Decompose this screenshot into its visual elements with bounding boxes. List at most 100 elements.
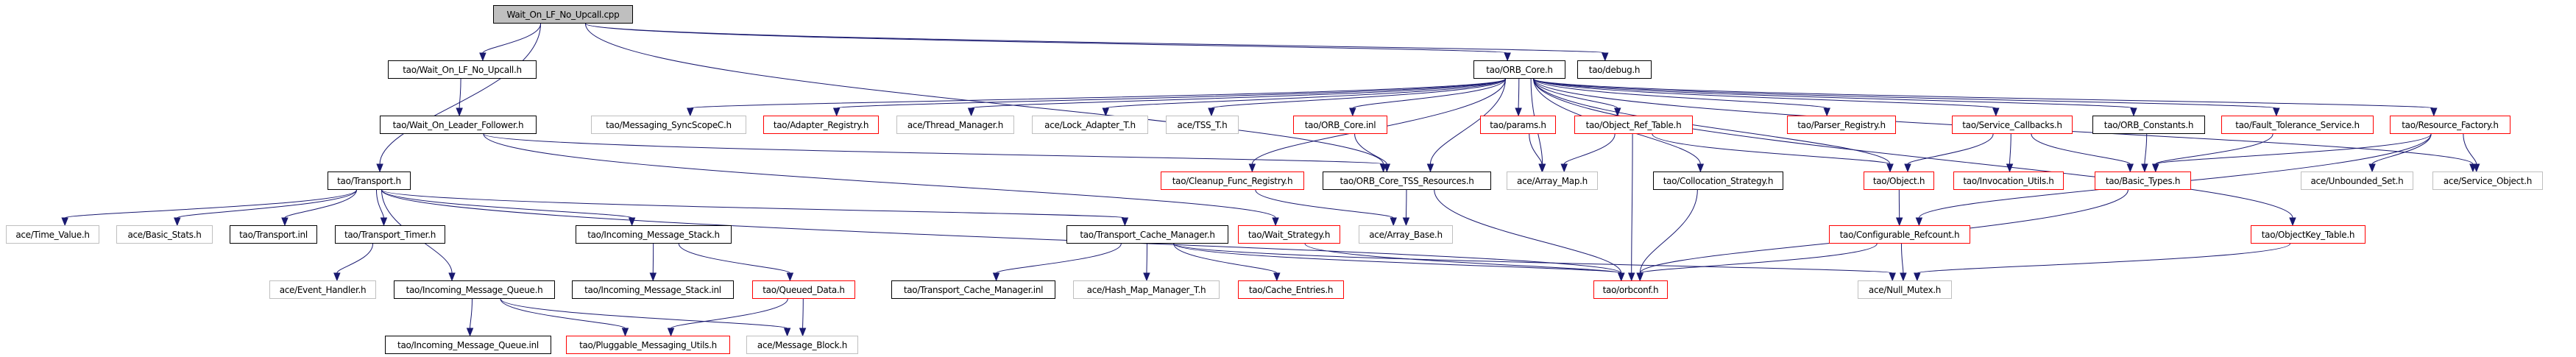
node-tcminl[interactable]: tao/Transport_Cache_Manager.inl (891, 280, 1055, 299)
arrowhead-icon (61, 217, 68, 227)
node-label: tao/ObjectKey_Table.h (2261, 229, 2355, 240)
node-orbcore[interactable]: tao/ORB_Core.h (1473, 60, 1565, 79)
node-parser[interactable]: tao/Parser_Registry.h (1787, 116, 1896, 134)
node-thrmgr[interactable]: ace/Thread_Manager.h (896, 116, 1014, 134)
node-label: ace/Service_Object.h (2443, 175, 2533, 186)
edge-transport-to-imstack (381, 189, 633, 219)
node-label: tao/Resource_Factory.h (2402, 119, 2499, 130)
node-arrmap[interactable]: ace/Array_Map.h (1507, 172, 1598, 190)
node-cleanup[interactable]: tao/Cleanup_Func_Registry.h (1161, 172, 1304, 190)
edge-cleanup-to-arrbase (1255, 189, 1394, 219)
edge-orbcore-to-adapter (836, 78, 1506, 109)
arrowhead-icon (783, 328, 791, 337)
edge-transport-to-transinl (284, 189, 358, 219)
edge-tcm-to-nullmutex (1173, 243, 1893, 274)
node-label: ace/Thread_Manager.h (907, 119, 1004, 130)
node-orbconf[interactable]: tao/orbconf.h (1593, 280, 1668, 299)
arrowhead-icon (1904, 163, 1911, 173)
edge-cpp-to-tssres (584, 23, 1384, 165)
node-label: ace/Basic_Stats.h (127, 229, 202, 240)
node-label: tao/Transport_Timer.h (344, 229, 436, 240)
arrowhead-icon (1636, 272, 1643, 282)
node-imqinl[interactable]: tao/Incoming_Message_Queue.inl (385, 336, 551, 354)
node-queued[interactable]: tao/Queued_Data.h (752, 280, 855, 299)
edge-queued-to-pluggable (670, 298, 788, 329)
node-colloc[interactable]: tao/Collocation_Strategy.h (1653, 172, 1783, 190)
node-basictypes[interactable]: tao/Basic_Types.h (2095, 172, 2191, 190)
node-label: tao/Adapter_Registry.h (773, 119, 869, 130)
node-tssres[interactable]: tao/ORB_Core_TSS_Resources.h (1323, 172, 1491, 190)
node-lockadp[interactable]: ace/Lock_Adapter_T.h (1032, 116, 1148, 134)
node-wolf[interactable]: tao/Wait_On_Leader_Follower.h (380, 116, 537, 134)
edge-transport-to-timeval (64, 189, 358, 219)
arrowhead-icon (628, 217, 636, 227)
node-svccb[interactable]: tao/Service_Callbacks.h (1952, 116, 2073, 134)
node-label: tao/Wait_On_LF_No_Upcall.h (403, 64, 522, 75)
arrowhead-icon (687, 107, 694, 117)
node-label: tao/params.h (1490, 119, 1546, 130)
node-imsinl[interactable]: tao/Incoming_Message_Stack.inl (572, 280, 734, 299)
node-label: tao/Cache_Entries.h (1248, 284, 1334, 295)
edge-waitstrat-to-orbconf (1304, 243, 1622, 274)
node-msgsync[interactable]: tao/Messaging_SyncScopeC.h (591, 116, 746, 134)
node-label: tao/Pluggable_Messaging_Utils.h (579, 339, 717, 350)
node-transport[interactable]: tao/Transport.h (328, 172, 411, 190)
edge-tcm-to-orbconf (1173, 243, 1622, 274)
node-unbset[interactable]: ace/Unbounded_Set.h (2301, 172, 2413, 190)
node-label: ace/TSS_T.h (1177, 119, 1228, 130)
node-ftsvc[interactable]: tao/Fault_Tolerance_Service.h (2221, 116, 2374, 134)
node-imq[interactable]: tao/Incoming_Message_Queue.h (394, 280, 555, 299)
node-waitstrat[interactable]: tao/Wait_Strategy.h (1238, 225, 1340, 244)
node-params[interactable]: tao/params.h (1480, 116, 1556, 134)
node-tsst[interactable]: ace/TSS_T.h (1166, 116, 1239, 134)
node-label: tao/Incoming_Message_Stack.inl (584, 284, 721, 295)
node-label: ace/Null_Mutex.h (1868, 284, 1942, 295)
node-tcm[interactable]: tao/Transport_Cache_Manager.h (1066, 225, 1228, 244)
node-invutil[interactable]: tao/Invocation_Utils.h (1953, 172, 2064, 190)
node-debug[interactable]: tao/debug.h (1577, 60, 1652, 79)
node-object[interactable]: tao/Object.h (1864, 172, 1934, 190)
node-svcobj[interactable]: ace/Service_Object.h (2432, 172, 2543, 190)
node-objref[interactable]: tao/Object_Ref_Table.h (1574, 116, 1693, 134)
node-arrbase[interactable]: ace/Array_Base.h (1359, 225, 1453, 244)
node-wlfh[interactable]: tao/Wait_On_LF_No_Upcall.h (388, 60, 537, 79)
edge-tcm-to-tcminl (996, 243, 1122, 274)
node-timeval[interactable]: ace/Time_Value.h (6, 225, 99, 244)
node-evh[interactable]: ace/Event_Handler.h (269, 280, 376, 299)
node-label: tao/Incoming_Message_Queue.inl (397, 339, 539, 350)
edge-orbcore-to-orbinl (1352, 78, 1506, 109)
node-label: tao/Cleanup_Func_Registry.h (1172, 175, 1293, 186)
edge-tcm-to-cacheent (1173, 243, 1278, 274)
node-nullmutex[interactable]: ace/Null_Mutex.h (1858, 280, 1952, 299)
arrowhead-icon (1426, 163, 1434, 173)
edge-orbcore-to-tssres (1429, 78, 1506, 165)
node-label: ace/Array_Base.h (1369, 229, 1443, 240)
edge-svccb-to-basictypes (2031, 133, 2131, 165)
arrowhead-icon (1515, 107, 1522, 117)
edge-params-to-arrmap (1529, 133, 1543, 165)
node-msgblock[interactable]: ace/Message_Block.h (746, 336, 858, 354)
arrowhead-icon (1383, 163, 1391, 173)
node-resfac[interactable]: tao/Resource_Factory.h (2390, 116, 2510, 134)
node-orbconst[interactable]: tao/ORB_Constants.h (2092, 116, 2205, 134)
node-label: tao/ORB_Core.inl (1304, 119, 1376, 130)
node-adapter[interactable]: tao/Adapter_Registry.h (763, 116, 879, 134)
edge-colloc-to-orbconf (1639, 189, 1698, 274)
node-label: tao/debug.h (1588, 64, 1641, 75)
node-label: tao/Queued_Data.h (762, 284, 845, 295)
node-cacheent[interactable]: tao/Cache_Entries.h (1238, 280, 1344, 299)
node-imstack[interactable]: tao/Incoming_Message_Stack.h (576, 225, 732, 244)
node-okt[interactable]: tao/ObjectKey_Table.h (2251, 225, 2366, 244)
node-basicstats[interactable]: ace/Basic_Stats.h (116, 225, 213, 244)
node-pluggable[interactable]: tao/Pluggable_Messaging_Utils.h (566, 336, 730, 354)
node-transinl[interactable]: tao/Transport.inl (230, 225, 317, 244)
edge-imq-to-imqinl (470, 298, 473, 329)
arrowhead-icon (479, 52, 486, 62)
node-transtimer[interactable]: tao/Transport_Timer.h (335, 225, 445, 244)
edge-orbcore-to-orbconst (1533, 78, 2134, 109)
node-orbinl[interactable]: tao/ORB_Core.inl (1293, 116, 1387, 134)
node-hashmap[interactable]: ace/Hash_Map_Manager_T.h (1073, 280, 1220, 299)
arrowhead-icon (281, 217, 289, 227)
node-cfgref[interactable]: tao/Configurable_Refcount.h (1829, 225, 1970, 244)
node-label: tao/Incoming_Message_Stack.h (587, 229, 720, 240)
